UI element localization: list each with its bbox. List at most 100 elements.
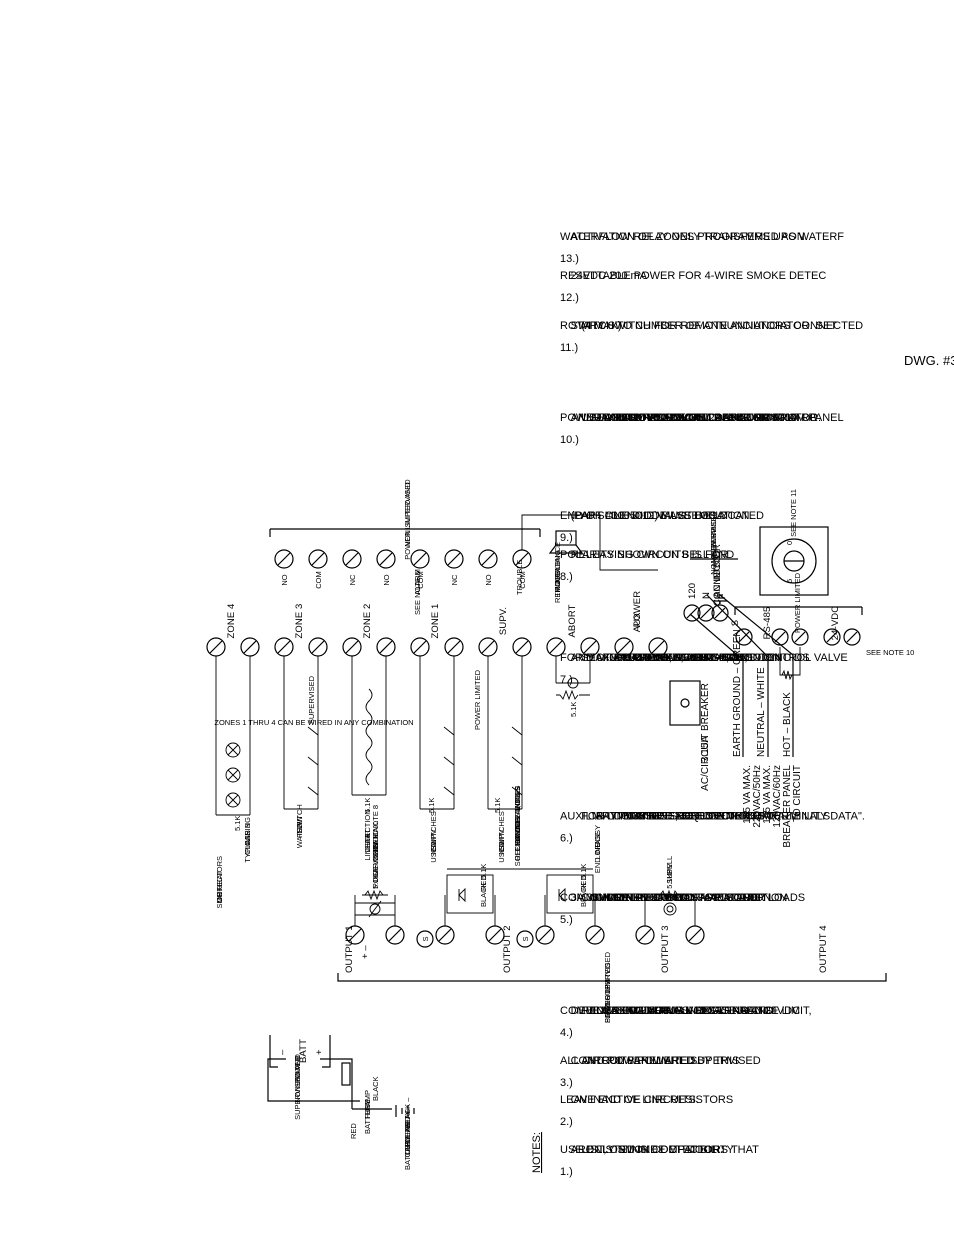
output-3-label: OUTPUT 3 <box>660 925 671 973</box>
zones-header: ZONES 1 THRU 4 CAN BE WIRED IN ANY COMBI… <box>214 718 413 727</box>
note-line: AND MIN. BATTERY VOLTAGE, SEE <box>571 652 755 664</box>
breaker-line-1: 3.15A <box>700 736 711 762</box>
note-line: AND VALVES, SEE SECTION ON <box>613 652 780 664</box>
remote-1: REMOTE <box>553 571 562 603</box>
battery-black-label: BLACK <box>371 1076 380 1101</box>
note-4: 4.)COMBINED LOAD OF ALL EXTERNALDEVICES … <box>560 1005 812 1039</box>
note-number: 8.) <box>560 571 573 583</box>
eol-2: LINE <box>593 843 602 860</box>
notes-title: NOTES: <box>531 1132 543 1173</box>
note-number: 2.) <box>560 1116 573 1128</box>
note-line: COMBINED LOAD ON THESE TERMINALS <box>613 810 830 822</box>
zone-3-label: ZONE 3 <box>294 604 305 639</box>
supv1-res: 5.1K <box>493 798 502 813</box>
relay-bracket <box>269 528 541 537</box>
note-line: USE ONLY SMOKE DETECTORS THAT <box>560 1144 759 1156</box>
supply-line-6: 185 VA MAX. <box>742 765 753 824</box>
battery-header-3: LIMITED <box>293 1056 302 1086</box>
battery-cable-4: POLARITY <box>403 1110 412 1147</box>
hot-wire-label: HOT – BLACK <box>782 692 793 757</box>
note-line: 16–33 VDC. <box>613 1005 673 1017</box>
circuit-breaker: 3.15A AC/CIRCUIT BREAKER <box>669 680 711 791</box>
supply-line-4: 165 VA MAX. <box>762 765 773 824</box>
remote-3: INDICATING <box>553 549 562 592</box>
alarm-no: NO <box>382 574 391 585</box>
output-2-solenoid: S BLACK RED 5.1K <box>416 864 496 948</box>
note-line: NOT TO BE USED FOR MOTOR LOADS <box>602 892 805 904</box>
supply-line-3: 120VAC/60Hz <box>772 765 783 828</box>
eol-3: DIODE <box>593 831 602 855</box>
see-note-10: SEE NOTE 10 <box>866 648 914 657</box>
output-2-label: OUTPUT 2 <box>502 925 513 973</box>
output-2-black: BLACK <box>479 882 488 907</box>
ac-in-note-2: LIMITED AND <box>709 519 718 567</box>
rs485-label: RS-485 <box>762 607 773 640</box>
note-line: FOR LIST OF COMPATIBLE SOLENOIDS <box>602 652 809 664</box>
remote-trouble-appliance: REMOTE TROUBLE INDICATING APPLIANCE <box>521 514 658 603</box>
output-4-label: OUTPUT 4 <box>818 925 829 973</box>
outputs-block: SEE NOTE 4 POWER LIMITED AND SUPERVISED … <box>337 786 887 1023</box>
supv-label: SUPV. <box>498 607 509 635</box>
note-line: COMBINED LOAD OF ALL EXTERNAL <box>560 1005 753 1017</box>
rotary-switch[interactable]: 5 0 <box>759 526 829 596</box>
sol-5: 1A CONTINOUS <box>513 787 522 843</box>
supply-line-1: TO CIRCUIT <box>792 765 803 822</box>
zone-4-label: ZONE 4 <box>226 604 237 639</box>
ground-wire <box>689 613 744 757</box>
smoke-detectors: 5.1K <box>215 656 251 831</box>
outputs-header-3: AND SUPERVISED <box>603 951 612 1018</box>
relays-block: TROUBLE ALARM SEE NOTE 6 COM NO NC COM N… <box>269 479 658 615</box>
battery-symbol <box>352 1105 415 1117</box>
note-line: CONTROL PANEL ARE SUPERVISED <box>571 1055 761 1067</box>
linear-res: 5.1K <box>363 798 372 813</box>
battery-header-2: NON-POWER <box>293 1055 302 1103</box>
output-1-polarity: + – <box>360 945 371 959</box>
note-line: POLARITY SHOWN ON BELL AND <box>560 549 734 561</box>
note-line: REMOVE 120 OHM RESISTOR FROM PANEL <box>613 412 844 424</box>
wf-com: COM <box>314 571 323 589</box>
hot-wire <box>719 594 794 757</box>
note-line: RELEASING APPLIANCES IS NOT TO <box>581 1005 773 1017</box>
note-line: COMPATIBILITY DATA". <box>634 652 754 664</box>
polar-7: SEE NOTE 8 <box>371 805 380 849</box>
s-label: S <box>730 620 741 626</box>
non-supervised-2: NON-SUPERVISED <box>403 479 412 547</box>
supervised-label: SUPERVISED <box>307 675 316 724</box>
note-number: 6.) <box>560 832 573 844</box>
output-3-black: BLACK <box>579 882 588 907</box>
note-line: LEAVE END OF LINE RESISTORS <box>560 1094 733 1106</box>
breaker-line-2: AC/CIRCUIT BREAKER <box>700 683 711 791</box>
note-line: RELEASING CIRCUITS IS FOR <box>571 549 729 561</box>
ac-terminal-ground <box>711 604 729 622</box>
note-number: 5.) <box>560 914 573 926</box>
abort-res: 5.1K <box>569 702 578 717</box>
notes-section: NOTES: <box>531 1132 543 1173</box>
supv2-res: 5.1K <box>427 798 436 813</box>
linear-2: HEAT <box>363 829 372 849</box>
supply-line-2: BREAKER PANEL <box>782 765 793 848</box>
sol-3: DEVICE <box>513 817 522 845</box>
supv-switches-1: 5.1K <box>487 656 523 813</box>
polar-4: ONLY <box>371 841 380 861</box>
output-1-devices: 5.1K <box>354 874 396 926</box>
note-line: ALL CIRCUITS POWERED BY THIS <box>560 1055 740 1067</box>
note-line: (4 MAX). <box>581 320 624 332</box>
ground-symbol <box>713 594 727 604</box>
note-line: MAXIMUM 2000' WITH 22 AWG OR 4000' <box>592 412 799 424</box>
fuse-line-1: BATTERY <box>363 1100 372 1134</box>
zones-block: ZONES 1 THRU 4 CAN BE WIRED IN ANY COMBI… <box>206 591 668 909</box>
svg-text:5: 5 <box>785 579 794 583</box>
output-3-red: RED <box>579 875 588 891</box>
note-line: 24VDC 200 mA <box>571 270 648 282</box>
alarm-nc: NC <box>348 574 357 585</box>
ac-in-note-3: SUPERVISED <box>709 510 718 559</box>
battery-cable-5: RED + <box>403 1109 412 1132</box>
use-no-1-3: SUPV. <box>497 828 506 850</box>
note-10: 10.)POWER AND COMMUNICATION FOR RA-4410-… <box>560 412 844 446</box>
note-line: OR PILOT DUTY APPLICATION. <box>613 892 774 904</box>
